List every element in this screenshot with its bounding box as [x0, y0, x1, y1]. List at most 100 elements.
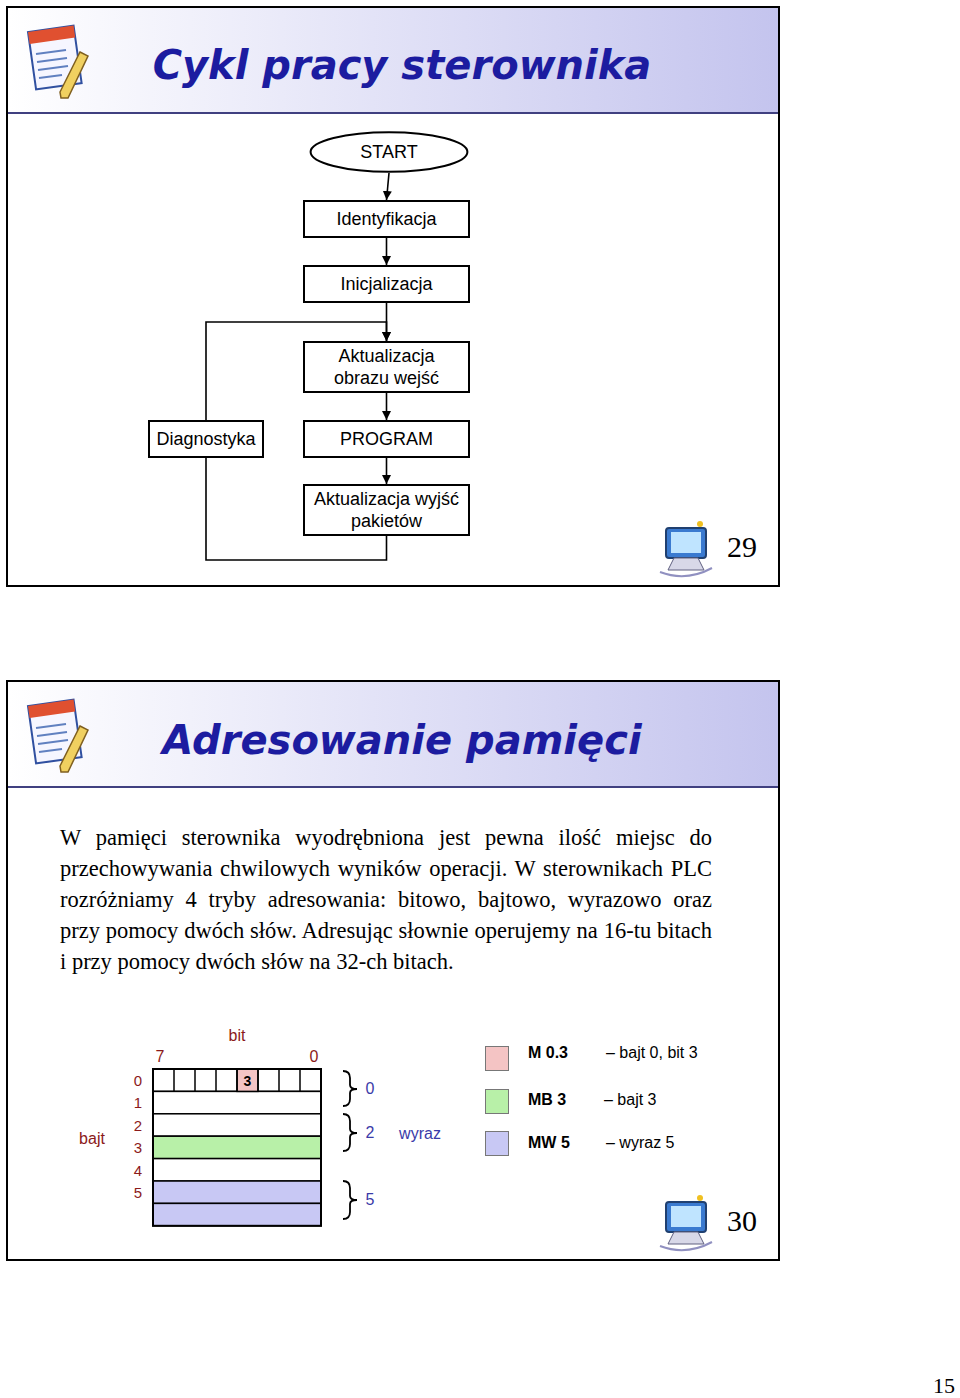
memory-row	[153, 1136, 321, 1158]
layout-path	[60, 726, 88, 772]
layout-line	[38, 740, 68, 744]
legend-text: MB 3	[528, 1091, 566, 1109]
flow-connector	[386, 238, 388, 265]
layout-g	[343, 1071, 357, 1219]
byte-index: 1	[134, 1094, 142, 1111]
layout-rect	[666, 1202, 706, 1232]
byte-index: 2	[134, 1117, 142, 1134]
slide-number: 30	[727, 1204, 757, 1238]
ellipse-shape	[311, 132, 468, 171]
legend-swatch	[485, 1089, 509, 1114]
layout-path	[343, 1181, 357, 1219]
layout-rect	[8, 8, 778, 113]
layout-path	[668, 1232, 704, 1244]
layout-g	[660, 1195, 712, 1250]
node-text: Diagnostyka	[156, 428, 255, 450]
flow-connector	[386, 393, 388, 420]
layout-line	[8, 112, 778, 114]
layout-path	[660, 1242, 712, 1250]
flow-connector	[386, 458, 388, 484]
bit-divider	[278, 1069, 280, 1091]
layout-rect	[28, 26, 75, 44]
layout-line	[37, 58, 67, 62]
layout-rect	[666, 528, 706, 558]
bit-value: 3	[244, 1073, 252, 1089]
process-box: Identyfikacja	[303, 200, 470, 238]
layout-path	[60, 52, 88, 98]
layout-g	[660, 521, 712, 576]
layout-path	[343, 1114, 357, 1151]
legend-swatch	[485, 1131, 509, 1156]
layout-line	[38, 66, 68, 70]
bit-index: 7	[156, 1048, 165, 1066]
slide-number: 29	[727, 530, 757, 564]
node-text: START	[360, 141, 417, 163]
layout-g	[28, 700, 88, 772]
process-box: PROGRAM	[303, 420, 470, 458]
legend-text: M 0.3	[528, 1044, 568, 1062]
legend-note: – wyraz 5	[606, 1134, 674, 1152]
node-text: Identyfikacja	[336, 208, 436, 230]
memory-row	[153, 1203, 321, 1225]
byte-index: 4	[134, 1162, 142, 1179]
layout-rect	[671, 1206, 701, 1227]
layout-line	[36, 724, 66, 728]
layout-path	[343, 1071, 357, 1106]
layout-line	[36, 50, 66, 54]
bit-divider	[257, 1069, 259, 1091]
bit-divider	[194, 1069, 196, 1091]
page-number: 15	[933, 1373, 955, 1398]
body-text: W pamięci sterownika wyodrębniona jest p…	[60, 822, 712, 977]
byte-index: 0	[134, 1072, 142, 1089]
process-box: Inicjalizacja	[303, 265, 470, 303]
memory-row	[153, 1114, 321, 1136]
node-text: Inicjalizacja	[340, 273, 432, 295]
layout-line	[8, 786, 778, 788]
legend-swatch	[485, 1046, 509, 1071]
slide-title: Cykl pracy sterownika	[153, 42, 652, 88]
layout-rect	[8, 682, 778, 787]
layout-path	[668, 558, 704, 570]
process-box: Aktualizacja obrazu wejść	[303, 341, 470, 393]
word-index: 2	[366, 1124, 375, 1142]
legend-text: MW 5	[528, 1134, 570, 1152]
word-index: 0	[366, 1080, 375, 1098]
slide-title: Adresowanie pamięci	[162, 717, 641, 763]
node-text: Aktualizacja obrazu wejść	[310, 345, 463, 389]
layout-rect	[7, 7, 779, 586]
layout-circle	[697, 1195, 703, 1201]
word-index: 5	[366, 1191, 375, 1209]
layout-rect	[28, 700, 75, 718]
bit-cell	[237, 1069, 258, 1091]
legend-note: – bajt 3	[604, 1091, 656, 1109]
bit-divider	[173, 1069, 175, 1091]
layout-rect	[7, 681, 779, 1260]
bit-divider	[215, 1069, 217, 1091]
process-box: Aktualizacja wyjść pakietów	[303, 484, 470, 536]
memory-row	[153, 1091, 321, 1113]
layout-line	[39, 749, 62, 752]
byte-index: 5	[134, 1184, 142, 1201]
flow-connector	[387, 173, 390, 200]
memory-row	[153, 1159, 321, 1181]
axis-label: wyraz	[399, 1125, 441, 1143]
memory-row	[153, 1069, 321, 1091]
memory-frame	[153, 1069, 321, 1226]
bit-index: 0	[310, 1048, 319, 1066]
legend-note: – bajt 0, bit 3	[606, 1044, 698, 1062]
layout-rect	[671, 532, 701, 553]
layout-g	[153, 1069, 321, 1226]
layout-circle	[697, 521, 703, 527]
layout-path	[660, 568, 712, 576]
axis-label: bajt	[79, 1130, 105, 1148]
node-text: Aktualizacja wyjść pakietów	[310, 488, 463, 532]
start-terminal: START	[309, 131, 469, 173]
bit-divider	[299, 1069, 301, 1091]
process-box: Diagnostyka	[148, 420, 264, 458]
bit-divider	[236, 1069, 238, 1091]
memory-row	[153, 1181, 321, 1203]
layout-line	[39, 75, 62, 78]
